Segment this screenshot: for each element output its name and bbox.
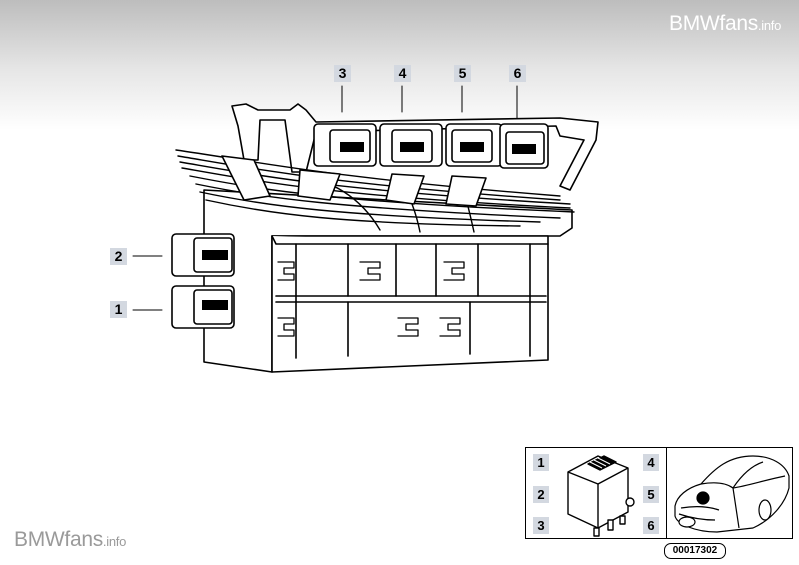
relay-icon [567,455,635,537]
wire-sleeves [221,155,487,207]
callout-3[interactable]: 3 [334,65,351,82]
reference-code: 00017302 [664,543,726,559]
legend-num-2: 2 [533,486,549,503]
callout-2[interactable]: 2 [110,248,127,265]
watermark-bottom: BMWfans.info [14,528,126,552]
relay-4 [379,123,443,167]
watermark-bottom-suffix: .info [102,534,126,549]
legend-num-5: 5 [643,486,659,503]
legend-num-4: 4 [643,454,659,471]
legend-num-1: 1 [533,454,549,471]
callout-4[interactable]: 4 [394,65,411,82]
watermark-top: BMWfans.info [669,12,781,36]
legend-num-3: 3 [533,517,549,534]
legend-num-6: 6 [643,517,659,534]
callout-6[interactable]: 6 [509,65,526,82]
callout-1[interactable]: 1 [110,301,127,318]
car-location-icon [674,455,790,533]
relay-3 [313,123,377,167]
relay-1 [171,285,235,329]
watermark-top-brand: BMWfans [669,12,758,35]
legend-box: 1 2 3 4 5 6 [525,447,793,539]
leader-lines [132,85,518,311]
relay-2 [171,233,235,277]
watermark-top-suffix: .info [757,18,781,33]
legend-divider [666,448,667,538]
terminal-clips [277,261,465,337]
watermark-bottom-brand: BMWfans [14,528,103,551]
relay-6 [499,123,549,169]
callout-5[interactable]: 5 [454,65,471,82]
relay-5 [445,123,503,167]
